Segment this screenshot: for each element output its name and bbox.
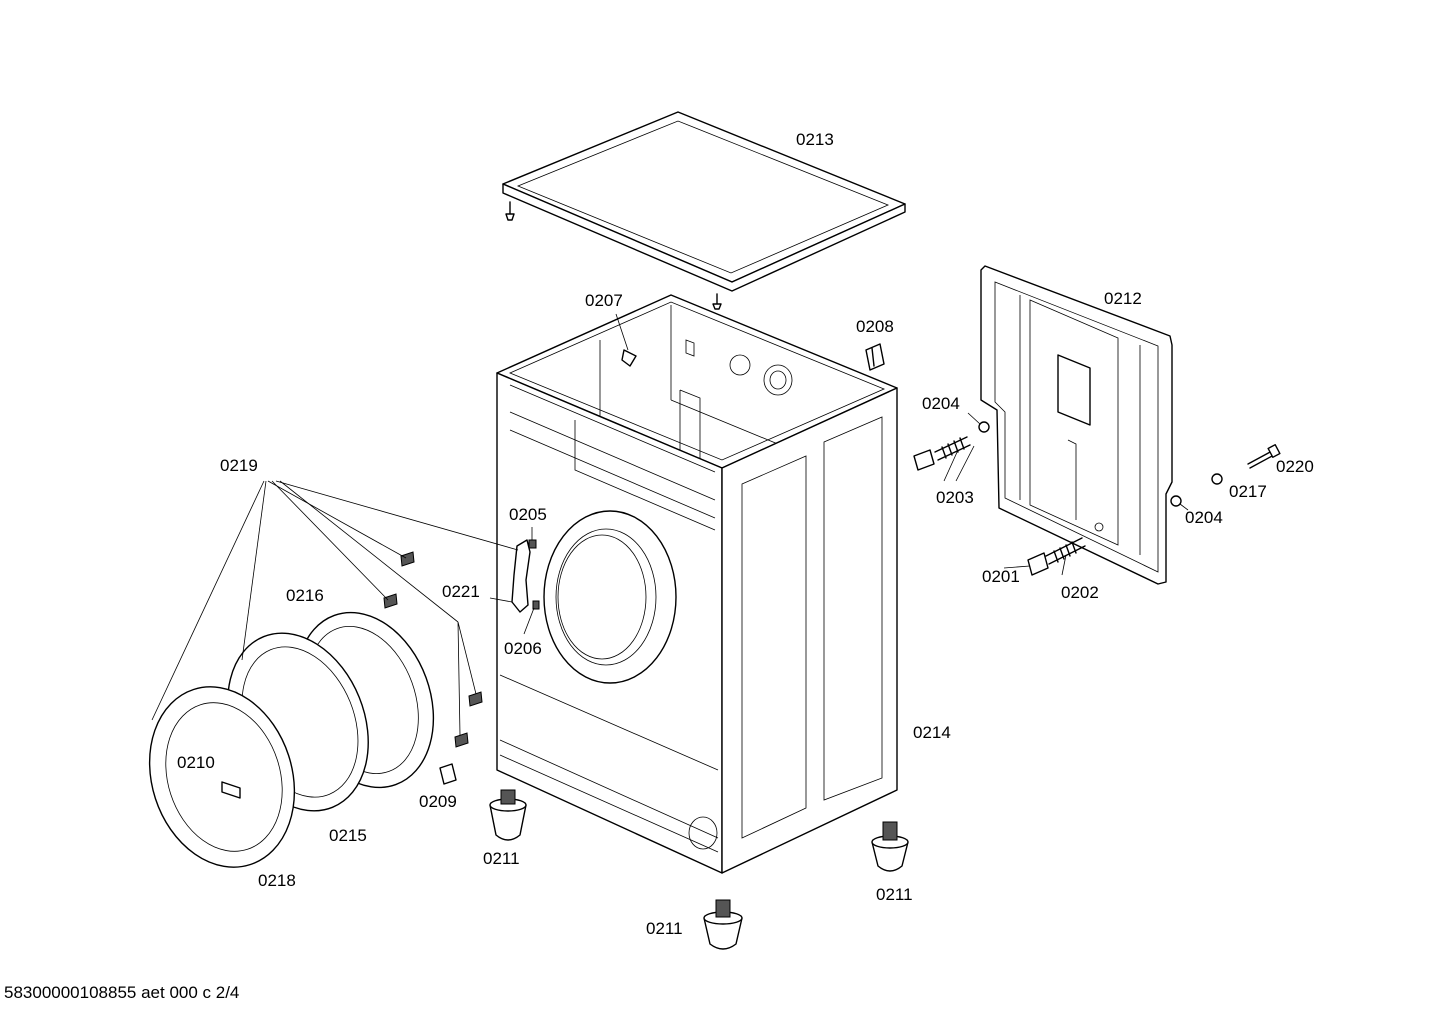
label-0215: 0215 (329, 826, 367, 845)
label-0205: 0205 (509, 505, 547, 524)
clip-0205 (528, 539, 537, 549)
door-outer-ring-0218 (148, 686, 296, 868)
washer-0217 (1211, 473, 1223, 485)
spring-0203 (913, 436, 971, 471)
leader-lines (151, 313, 1189, 736)
bolt-0220 (1247, 444, 1281, 469)
label-0207: 0207 (585, 291, 623, 310)
label-0221: 0221 (442, 582, 480, 601)
label-0216: 0216 (286, 586, 324, 605)
clip-0206 (532, 600, 540, 610)
spring-0202 (1027, 537, 1086, 576)
hinge-0221 (511, 539, 531, 613)
label-0218: 0218 (258, 871, 296, 890)
label-0202: 0202 (1061, 583, 1099, 602)
screw-icon (505, 201, 515, 221)
foot-0211-c (703, 899, 743, 950)
label-0217: 0217 (1229, 482, 1267, 501)
label-0209: 0209 (419, 792, 457, 811)
foot-0211-a (489, 789, 527, 841)
washer-0204 (978, 421, 990, 433)
label-0203: 0203 (936, 488, 974, 507)
bracket-0208 (865, 343, 885, 371)
label-0213: 0213 (796, 130, 834, 149)
label-0212: 0212 (1104, 289, 1142, 308)
label-0219: 0219 (220, 456, 258, 475)
screw-icon (712, 293, 722, 310)
foot-0211-b (871, 821, 909, 872)
label-0211-c: 0211 (646, 919, 683, 938)
spring-0209 (439, 763, 457, 785)
cabinet-0214 (496, 294, 898, 874)
label-0210: 0210 (177, 753, 215, 772)
latch-0210 (221, 781, 241, 799)
label-0211-a: 0211 (483, 849, 520, 868)
screws-0219 (383, 551, 483, 748)
label-0220: 0220 (1276, 457, 1314, 476)
label-0211-b: 0211 (876, 885, 913, 904)
rear-panel-0212 (980, 265, 1173, 585)
label-0204-top: 0204 (922, 394, 960, 413)
washer-0204b (1170, 495, 1182, 507)
label-0208: 0208 (856, 317, 894, 336)
top-cover-0213 (502, 111, 906, 310)
bracket-0207 (621, 349, 637, 367)
drawing-reference: 58300000108855 aet 000 c 2/4 (4, 983, 239, 1002)
label-0201: 0201 (982, 567, 1020, 586)
label-0214: 0214 (913, 723, 951, 742)
label-0206: 0206 (504, 639, 542, 658)
label-0204-bottom: 0204 (1185, 508, 1223, 527)
